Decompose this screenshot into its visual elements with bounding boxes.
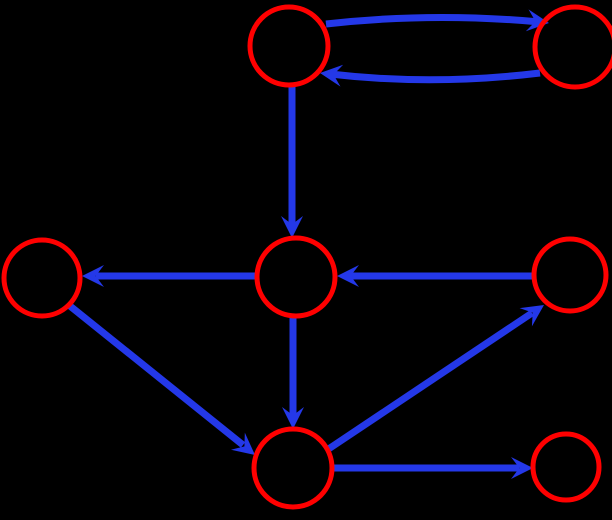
edge-middle-center-to-middle-left <box>82 265 255 287</box>
edge-bottom-center-to-middle-right-arrowhead <box>519 305 544 327</box>
bottom-center-node[interactable] <box>251 426 335 510</box>
node-layer <box>1 4 612 510</box>
edge-top-right-to-top-center-line <box>329 69 541 84</box>
edge-layer <box>67 9 549 479</box>
middle-center-node[interactable] <box>254 235 338 319</box>
edge-bottom-center-to-middle-right-line <box>325 310 534 453</box>
bottom-right-node[interactable] <box>530 431 602 503</box>
edge-top-right-to-top-center <box>320 64 541 87</box>
edge-top-center-to-top-right <box>325 9 549 32</box>
edge-middle-left-to-bottom-center-line <box>67 303 246 448</box>
edge-top-center-to-middle-center-arrowhead <box>281 216 303 238</box>
middle-right-node[interactable] <box>531 236 609 314</box>
edge-top-center-to-top-right-line <box>325 13 541 28</box>
edge-middle-right-to-middle-center-arrowhead <box>337 265 359 287</box>
edge-middle-center-to-bottom-center-arrowhead <box>282 407 304 429</box>
middle-left-node[interactable] <box>1 237 83 319</box>
edge-top-center-to-middle-center <box>281 86 303 238</box>
edge-bottom-center-to-bottom-right <box>331 457 533 479</box>
edge-bottom-center-to-bottom-right-arrowhead <box>511 457 533 479</box>
edge-middle-center-to-middle-left-arrowhead <box>82 265 104 287</box>
edge-middle-left-to-bottom-center-arrowhead <box>230 432 255 455</box>
edge-top-center-to-top-right-arrowhead <box>525 9 549 32</box>
edge-top-right-to-top-center-arrowhead <box>320 64 344 87</box>
edge-middle-left-to-bottom-center <box>67 303 255 455</box>
top-center-node[interactable] <box>247 4 331 88</box>
edge-bottom-center-to-middle-right <box>325 305 544 453</box>
top-right-node[interactable] <box>532 4 612 90</box>
edge-middle-right-to-middle-center <box>337 265 533 287</box>
edge-middle-center-to-bottom-center <box>282 317 304 429</box>
